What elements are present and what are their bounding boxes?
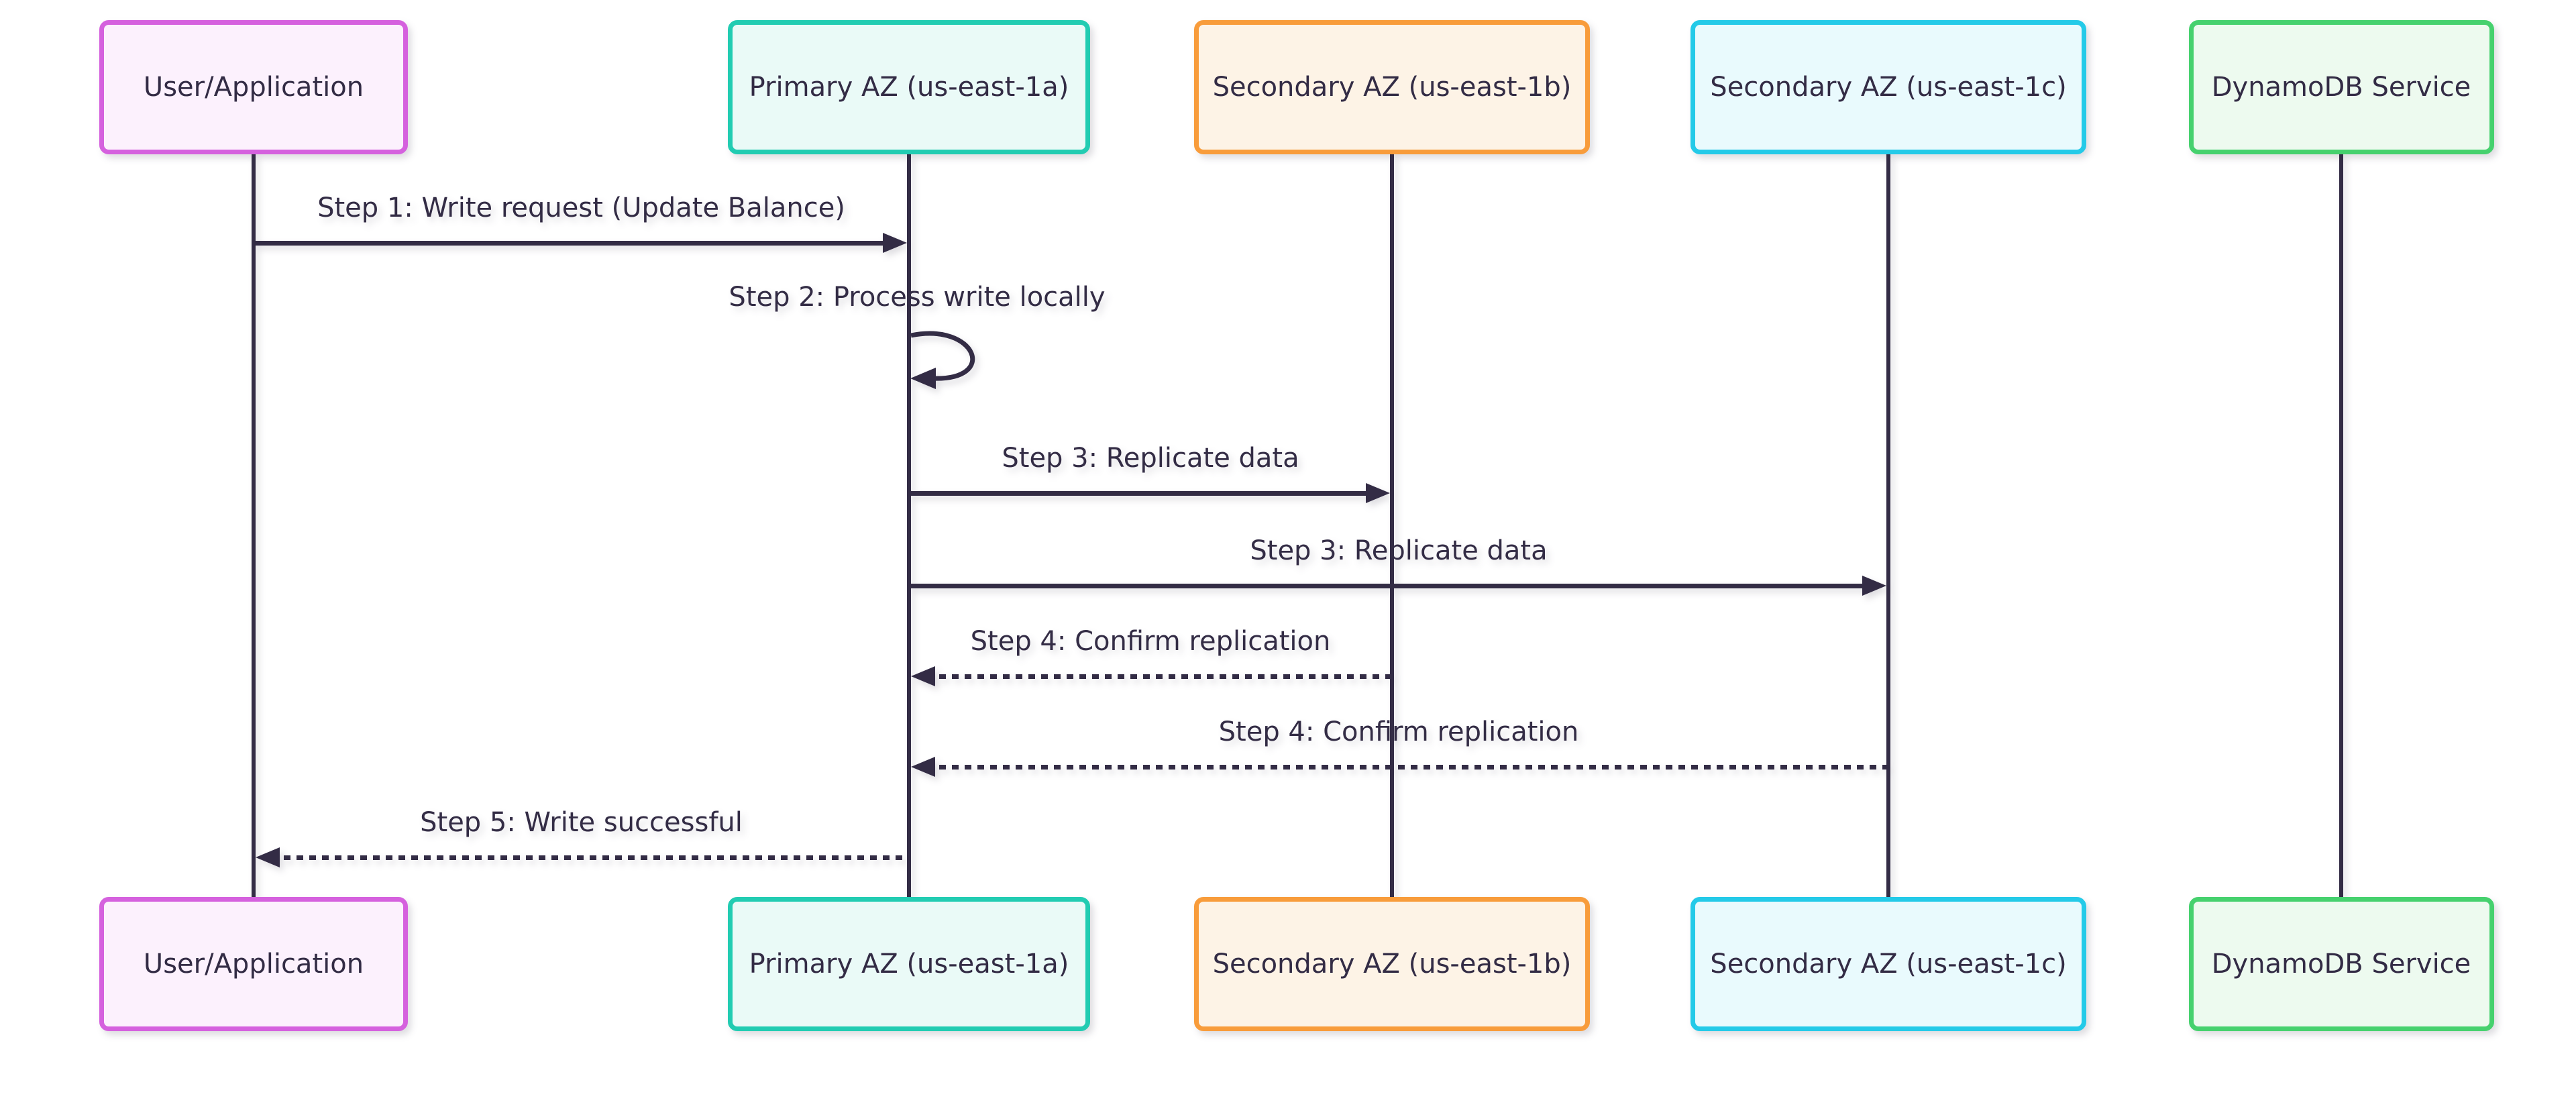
arrowhead-1 [883,233,907,253]
actor-label-secondary-az-1c-top: Secondary AZ (us-east-1c) [1710,72,2067,103]
message-line-5 [926,674,1392,679]
message-label-5: Step 4: Confirm replication [970,626,1331,657]
lifeline-secondary-az-1b [1390,153,1394,899]
message-label-1: Step 1: Write request (Update Balance) [317,193,845,223]
actor-box-dynamodb-service-top: DynamoDB Service [2188,20,2494,154]
actor-box-primary-az-bottom: Primary AZ (us-east-1a) [728,897,1090,1031]
arrowhead-6 [911,757,935,777]
actor-label-primary-az-top: Primary AZ (us-east-1a) [749,72,1069,103]
self-loop-arrow [909,327,1030,404]
lifeline-dynamodb-service [2339,153,2343,899]
arrowhead-5 [911,666,935,686]
message-label-4: Step 3: Replicate data [1250,535,1548,566]
message-label-2: Step 2: Process write locally [729,282,1106,313]
actor-label-user-application-bottom: User/Application [143,949,364,979]
lifeline-primary-az [907,153,911,899]
actor-label-secondary-az-1b-top: Secondary AZ (us-east-1b) [1212,72,1572,103]
arrowhead-3 [1366,483,1390,503]
message-line-3 [909,491,1375,496]
actor-label-user-application-top: User/Application [143,72,364,103]
message-line-1 [254,241,892,246]
message-line-7 [271,855,909,860]
actor-label-primary-az-bottom: Primary AZ (us-east-1a) [749,949,1069,979]
actor-box-user-application-bottom: User/Application [99,897,408,1031]
actor-label-dynamodb-service-bottom: DynamoDB Service [2211,949,2471,979]
actor-box-secondary-az-1c-top: Secondary AZ (us-east-1c) [1690,20,2086,154]
actor-box-user-application-top: User/Application [99,20,408,154]
actor-box-secondary-az-1c-bottom: Secondary AZ (us-east-1c) [1690,897,2086,1031]
arrowhead-4 [1862,576,1886,596]
message-label-3: Step 3: Replicate data [1002,443,1299,474]
actor-label-secondary-az-1b-bottom: Secondary AZ (us-east-1b) [1212,949,1572,979]
actor-label-dynamodb-service-top: DynamoDB Service [2211,72,2471,103]
actor-box-secondary-az-1b-top: Secondary AZ (us-east-1b) [1194,20,1590,154]
lifeline-secondary-az-1c [1886,153,1890,899]
message-line-6 [926,765,1888,770]
message-label-6: Step 4: Confirm replication [1218,717,1579,747]
actor-box-secondary-az-1b-bottom: Secondary AZ (us-east-1b) [1194,897,1590,1031]
actor-box-primary-az-top: Primary AZ (us-east-1a) [728,20,1090,154]
actor-box-dynamodb-service-bottom: DynamoDB Service [2188,897,2494,1031]
message-line-4 [909,584,1871,588]
message-label-7: Step 5: Write successful [420,807,743,838]
actor-label-secondary-az-1c-bottom: Secondary AZ (us-east-1c) [1710,949,2067,979]
lifeline-user-application [252,153,256,899]
arrowhead-7 [256,847,280,867]
